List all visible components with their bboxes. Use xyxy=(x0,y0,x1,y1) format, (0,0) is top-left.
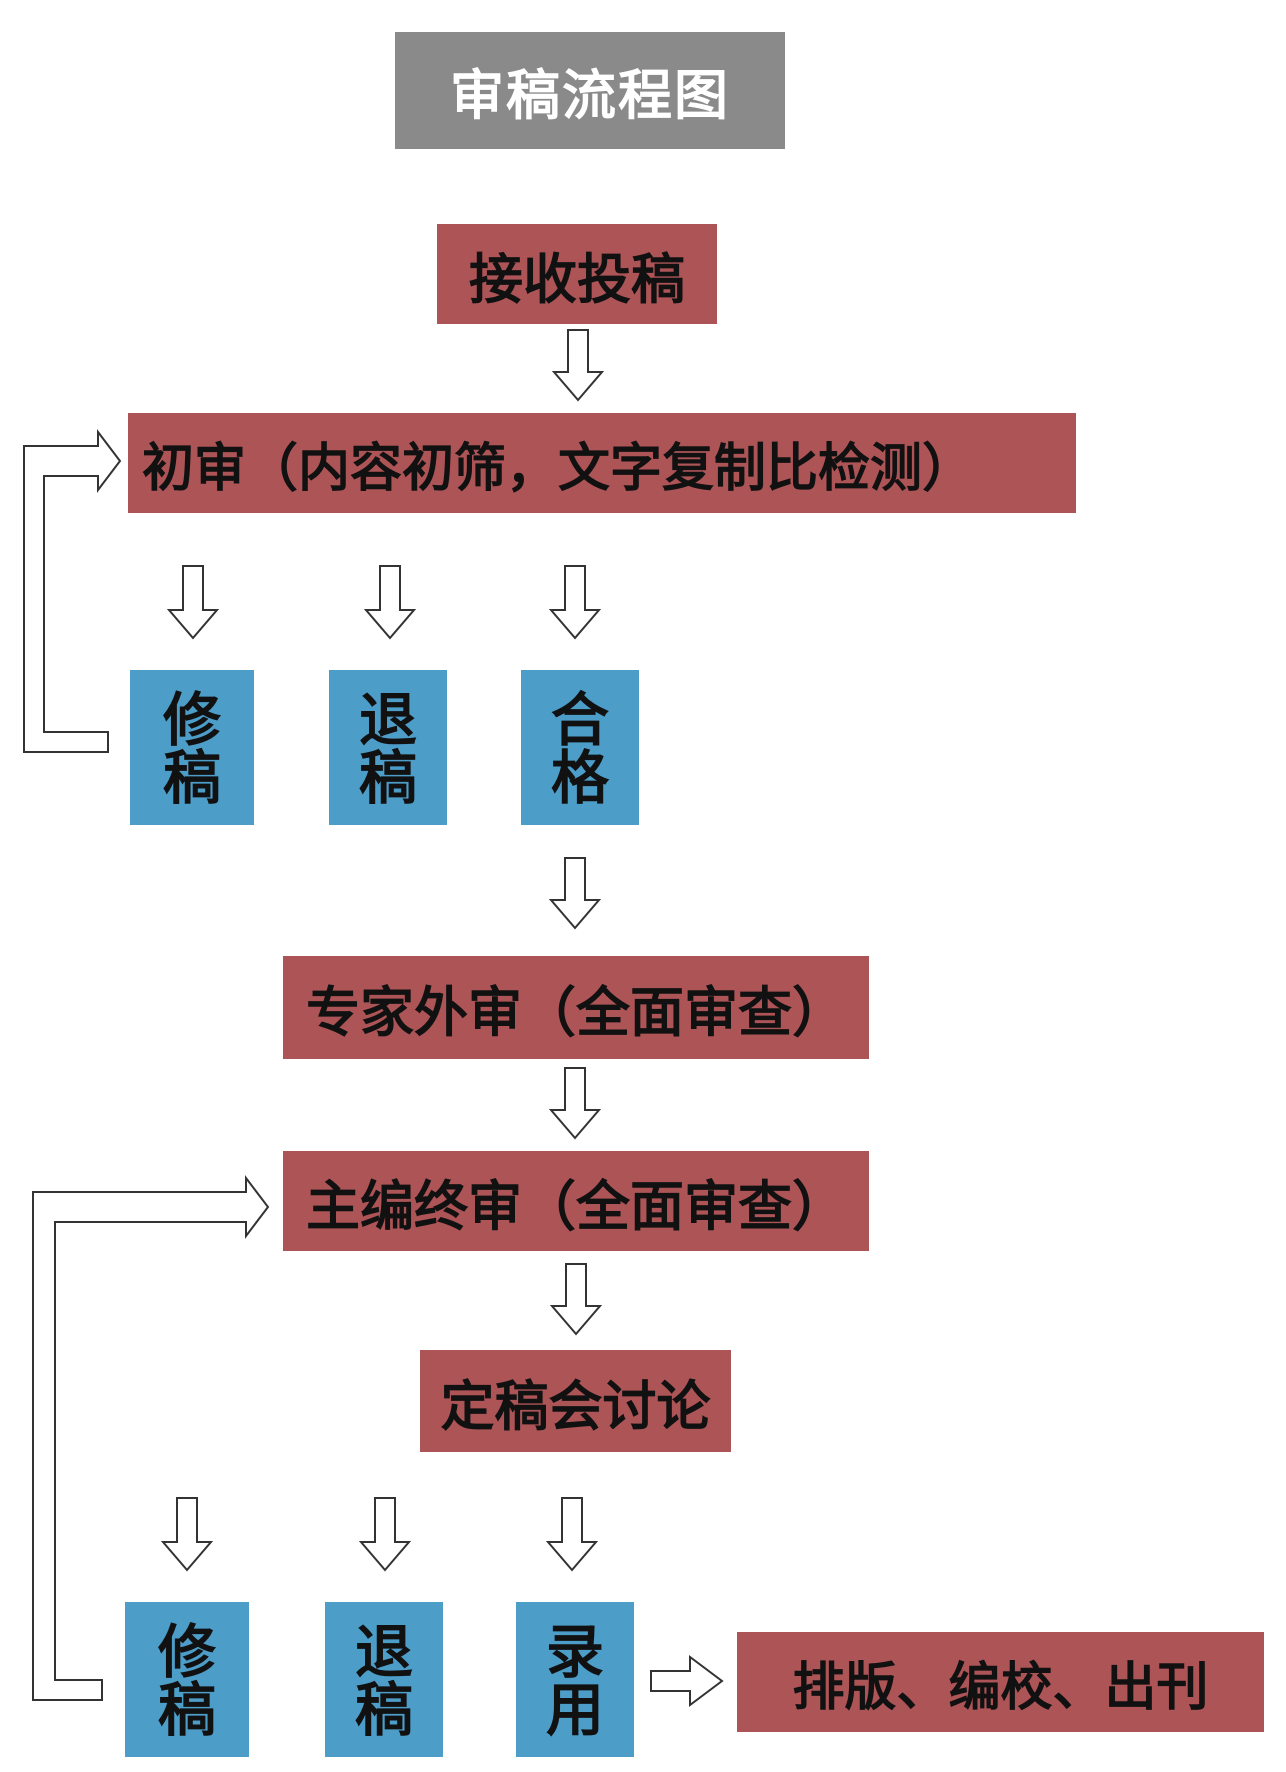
outcome-reject-initial: 退 稿 xyxy=(329,670,447,825)
step-chief-editor-review: 主编终审（全面审查） xyxy=(283,1151,869,1251)
outcome-reject-final: 退 稿 xyxy=(325,1602,443,1757)
diagram-title: 审稿流程图 xyxy=(395,32,785,149)
arrow-down-chief-to-meeting xyxy=(549,1263,603,1336)
outcome-qualified: 合 格 xyxy=(521,670,639,825)
arrow-down-qualified-to-expert xyxy=(548,857,602,930)
outcome-revise-final-char2: 稿 xyxy=(157,1675,216,1744)
arrow-down-to-revise-final xyxy=(160,1497,214,1572)
outcome-revise-final: 修 稿 xyxy=(125,1602,249,1757)
arrow-loop-revise-to-chief-review xyxy=(32,1175,270,1701)
outcome-accepted-char2: 用 xyxy=(545,1675,604,1744)
outcome-revise-final-char1: 修 xyxy=(157,1617,216,1686)
step-initial-review: 初审（内容初筛，文字复制比检测） xyxy=(128,413,1076,513)
outcome-accepted-char1: 录 xyxy=(545,1617,604,1686)
arrow-down-to-revise-initial xyxy=(166,565,220,640)
step-final-meeting: 定稿会讨论 xyxy=(420,1350,731,1452)
arrow-down-to-reject-initial xyxy=(363,565,417,640)
outcome-qualified-char2: 格 xyxy=(550,743,609,812)
outcome-reject-initial-char1: 退 xyxy=(358,685,417,754)
arrow-down-receive-to-initial xyxy=(551,329,605,402)
outcome-qualified-char1: 合 xyxy=(550,685,609,754)
outcome-reject-final-char2: 稿 xyxy=(354,1675,413,1744)
outcome-revise-initial-char2: 稿 xyxy=(162,743,221,812)
arrow-down-expert-to-chief xyxy=(548,1067,602,1140)
arrow-down-to-accepted xyxy=(545,1497,599,1572)
outcome-reject-initial-char2: 稿 xyxy=(358,743,417,812)
step-publish: 排版、编校、出刊 xyxy=(737,1632,1264,1732)
arrow-loop-revise-to-initial-review xyxy=(23,429,122,753)
outcome-revise-initial-char1: 修 xyxy=(162,685,221,754)
outcome-reject-final-char1: 退 xyxy=(354,1617,413,1686)
step-receive-submission: 接收投稿 xyxy=(437,224,717,324)
outcome-revise-initial: 修 稿 xyxy=(130,670,254,825)
arrow-down-to-qualified xyxy=(548,565,602,640)
arrow-down-to-reject-final xyxy=(358,1497,412,1572)
arrow-right-accepted-to-publish xyxy=(650,1655,724,1707)
step-expert-review: 专家外审（全面审查） xyxy=(283,956,869,1059)
outcome-accepted: 录 用 xyxy=(516,1602,634,1757)
